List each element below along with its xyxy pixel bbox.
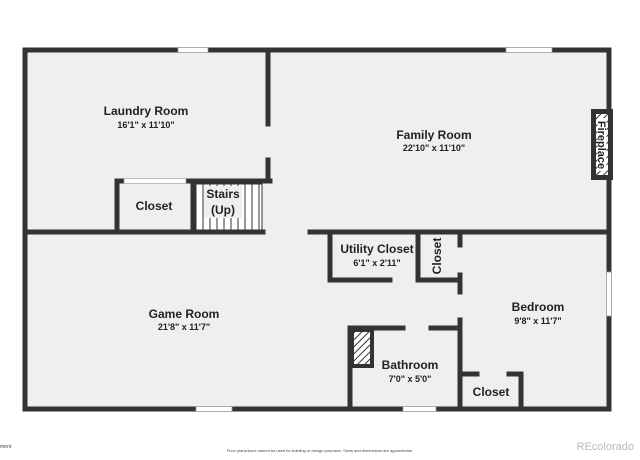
utility-closet-name: Utility Closet [340, 242, 413, 256]
window-game [195, 406, 233, 412]
interior-walls [22, 49, 612, 410]
bedroom-dim: 9'8" x 11'7" [514, 316, 561, 326]
bathroom-name: Bathroom [382, 358, 439, 372]
game-room-name: Game Room [149, 307, 220, 321]
fireplace [591, 109, 613, 180]
bedroom-name: Bedroom [512, 300, 565, 314]
window-bedroom [606, 271, 612, 317]
windows [177, 47, 612, 412]
footer-disclaimer: Floor plans/tours cannot be used for bui… [226, 448, 414, 453]
laundry-room-dim: 16'1" x 11'10" [117, 120, 174, 130]
laundry-room-name: Laundry Room [104, 104, 189, 118]
family-room-name: Family Room [396, 128, 471, 142]
fireplace-label: Fireplace [595, 121, 607, 169]
closet-laundry-name: Closet [136, 199, 173, 213]
closet-vertical-name: Closet [430, 238, 444, 275]
stairs-label-2: (Up) [211, 203, 235, 217]
window-family [505, 47, 553, 53]
family-room-dim: 22'10" x 11'10" [403, 143, 465, 153]
bathroom-shaft [350, 328, 374, 368]
stairs-label-1: Stairs [206, 187, 240, 201]
closet-door-opening [123, 178, 187, 184]
window-bathroom [402, 406, 437, 412]
game-room-dim: 21'8" x 11'7" [158, 322, 210, 332]
stairs-label-bg [204, 186, 242, 218]
utility-closet-dim: 6'1" x 2'11" [353, 258, 400, 268]
bathroom-dim: 7'0" x 5'0" [389, 374, 432, 384]
watermark-logo: REcolorado [576, 441, 634, 453]
footer-left-text: ment [0, 444, 12, 450]
closet-bedroom-name: Closet [473, 385, 510, 399]
window-laundry [177, 47, 209, 53]
